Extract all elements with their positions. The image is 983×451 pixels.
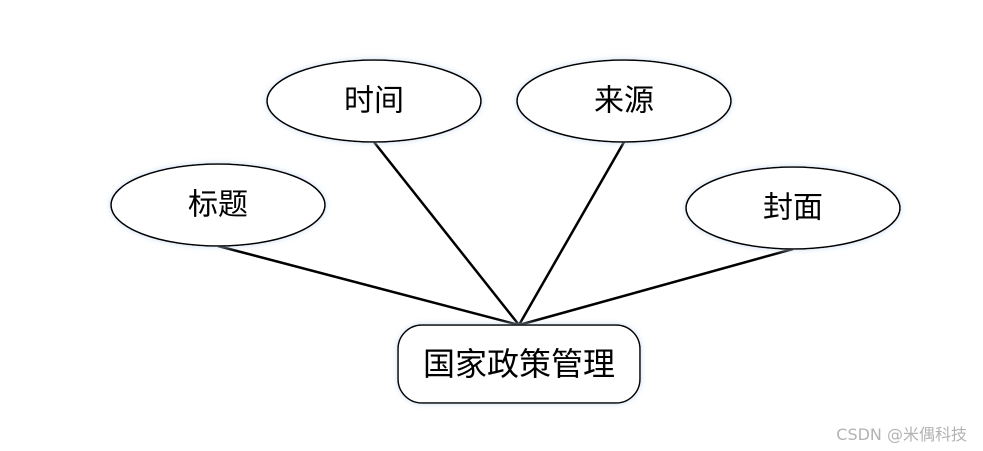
entity-shape (397, 324, 641, 404)
connector-source (517, 141, 626, 326)
connectors (217, 141, 794, 327)
attribute-title-shape (110, 163, 326, 247)
connector-cover (518, 247, 794, 327)
attribute-cover-label: 封面 (763, 191, 823, 226)
watermark: CSDN @米偶科技 (836, 425, 967, 444)
attribute-time-label: 时间 (344, 84, 404, 119)
attribute-source-shape (516, 59, 732, 143)
attribute-title-label: 标题 (188, 188, 248, 223)
attribute-cover-shape (685, 166, 901, 250)
attribute-time: 时间 (266, 59, 482, 143)
attribute-source: 来源 (516, 59, 732, 143)
connector-title (217, 244, 520, 327)
entity-label: 国家政策管理 (423, 345, 615, 383)
attribute-time-shape (266, 59, 482, 143)
entity-box: 国家政策管理 (397, 324, 641, 404)
connector-time (373, 141, 520, 326)
attribute-title: 标题 (110, 163, 326, 247)
attribute-source-label: 来源 (594, 84, 654, 119)
attribute-cover: 封面 (685, 166, 901, 250)
